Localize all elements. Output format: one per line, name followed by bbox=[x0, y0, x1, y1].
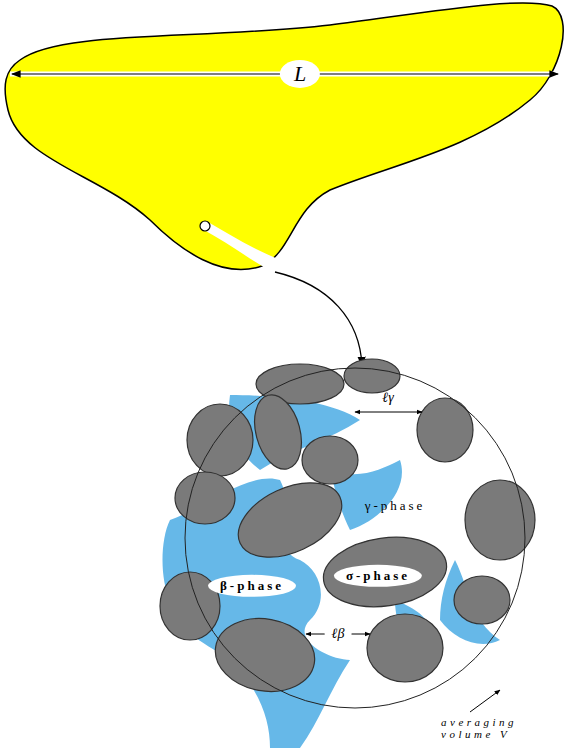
length-label: ℓβ bbox=[325, 623, 352, 644]
volume-label: averaging volume V bbox=[441, 716, 559, 740]
averaging-volume bbox=[185, 368, 525, 708]
leader-line bbox=[470, 690, 500, 712]
point-leader bbox=[204, 222, 285, 272]
phase-label: γ-phase bbox=[363, 499, 428, 513]
sigma-phase-particle bbox=[160, 359, 535, 699]
macroscopic-region bbox=[5, 3, 563, 270]
gamma-length-arrow bbox=[355, 412, 422, 413]
zoom-arrow bbox=[275, 272, 362, 366]
length-label: ℓγ bbox=[379, 390, 396, 405]
beta-phase-region bbox=[163, 395, 501, 748]
point-marker bbox=[200, 221, 210, 231]
